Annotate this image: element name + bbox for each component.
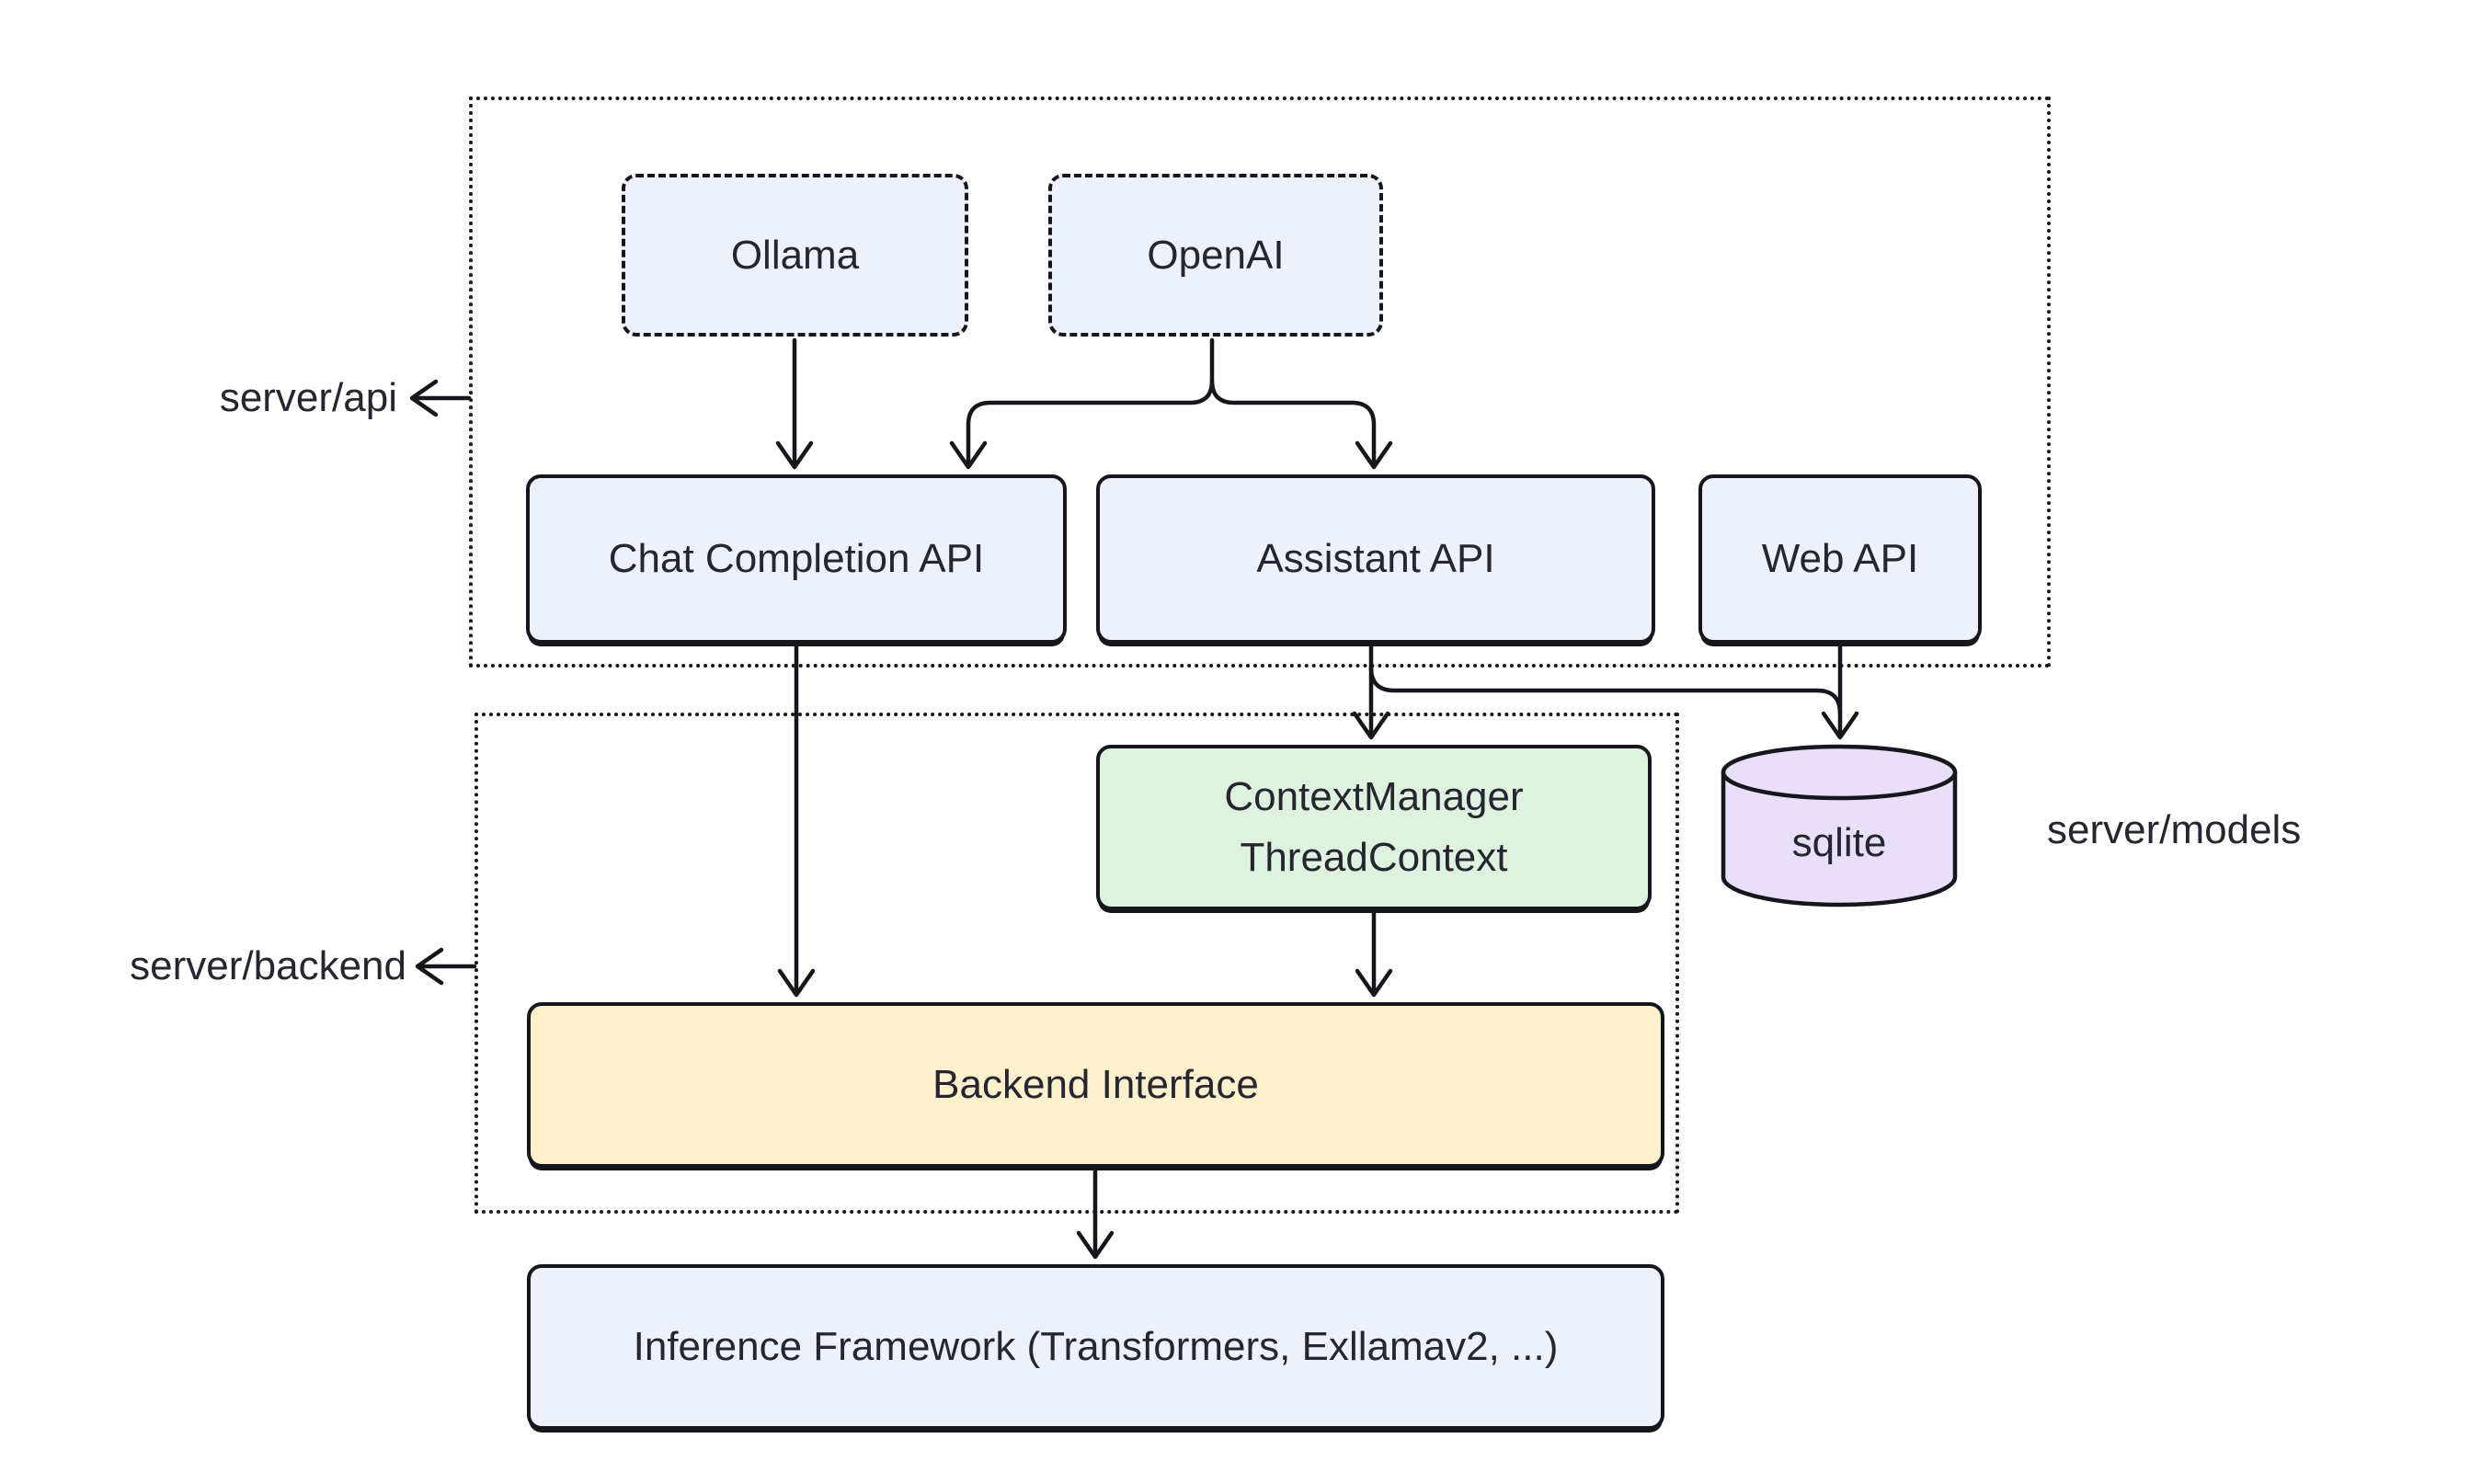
node-openai-label: OpenAI	[1147, 232, 1285, 278]
label-server-backend: server/backend	[130, 943, 406, 988]
arrowhead-chat-to-backend-interface	[777, 968, 816, 998]
arrowhead-server-api-pointer	[409, 379, 439, 417]
node-sqlite: sqlite	[1716, 741, 1962, 918]
label-server-api: server/api	[219, 375, 397, 420]
cylinder-body	[1721, 772, 1958, 908]
node-openai: OpenAI	[1048, 174, 1383, 337]
arrowhead-webapi-to-sqlite	[1821, 711, 1859, 740]
database-cylinder-icon	[1721, 744, 1958, 908]
node-chat-completion-api: Chat Completion API	[526, 474, 1067, 644]
label-server-models: server/models	[2047, 807, 2302, 852]
arrowhead-openai-to-assistant	[1355, 440, 1393, 470]
arrowhead-context-to-backend-interface	[1355, 968, 1393, 998]
node-assistant-api-label: Assistant API	[1256, 536, 1495, 581]
arrowhead-backend-interface-to-inference	[1076, 1230, 1115, 1260]
node-assistant-api: Assistant API	[1096, 474, 1655, 644]
node-web-api-label: Web API	[1761, 536, 1919, 581]
node-ollama-label: Ollama	[730, 232, 860, 278]
edge-openai-to-chat	[966, 337, 1215, 466]
arrowhead-server-backend-pointer	[415, 947, 444, 986]
edge-openai-to-assistant	[1209, 378, 1377, 466]
cylinder-top	[1721, 744, 1958, 801]
node-sqlite-label: sqlite	[1791, 820, 1887, 865]
node-context-manager-label: ContextManager ThreadContext	[1224, 774, 1524, 880]
node-backend-interface: Backend Interface	[527, 1002, 1664, 1168]
arrowhead-ollama-to-chat	[775, 440, 814, 470]
node-inference-framework-label: Inference Framework (Transformers, Exlla…	[633, 1324, 1559, 1369]
container-server-api	[469, 97, 2051, 668]
node-ollama: Ollama	[622, 174, 968, 337]
arrowhead-assistant-to-context	[1352, 711, 1390, 740]
container-server-backend	[475, 713, 1679, 1214]
node-web-api: Web API	[1698, 474, 1982, 644]
node-backend-interface-label: Backend Interface	[932, 1062, 1259, 1107]
node-chat-completion-api-label: Chat Completion API	[608, 536, 985, 581]
node-context-manager: ContextManager ThreadContext	[1096, 745, 1652, 910]
edge-group	[409, 337, 1859, 1260]
node-inference-framework: Inference Framework (Transformers, Exlla…	[527, 1264, 1664, 1430]
edge-assistant-to-sqlite	[1368, 665, 1843, 716]
arrowhead-openai-to-chat	[949, 440, 988, 470]
